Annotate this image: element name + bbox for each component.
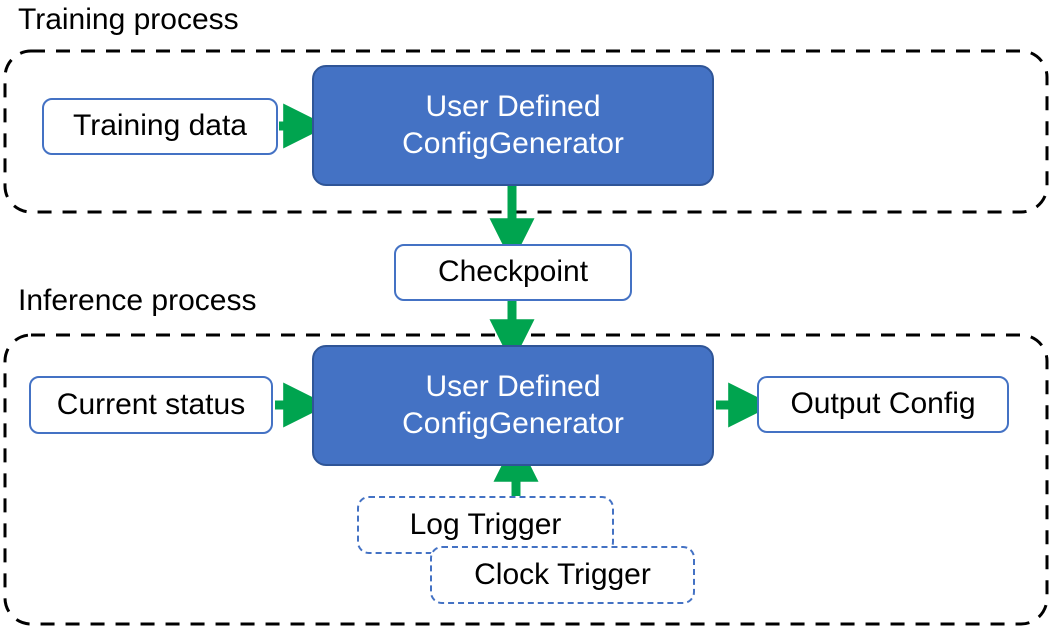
node-inference-config-generator-label-line2: ConfigGenerator [402,406,624,440]
node-training-data[interactable]: Training data [42,98,278,155]
training-process-label: Training process [18,3,239,36]
node-training-data-label: Training data [73,109,247,143]
node-training-config-generator[interactable]: User Defined ConfigGenerator [312,65,714,186]
node-inference-config-generator-label-line1: User Defined [425,369,601,403]
node-log-trigger-label: Log Trigger [409,507,562,541]
node-current-status-label: Current status [56,387,246,421]
node-checkpoint[interactable]: Checkpoint [394,244,632,301]
node-output-config[interactable]: Output Config [757,376,1009,433]
node-inference-config-generator[interactable]: User Defined ConfigGenerator [312,345,714,466]
node-clock-trigger[interactable]: Clock Trigger [430,546,695,604]
node-checkpoint-label: Checkpoint [437,255,589,289]
node-training-config-generator-label-line2: ConfigGenerator [402,126,624,160]
inference-process-container [3,333,1049,626]
node-clock-trigger-label: Clock Trigger [474,557,651,591]
node-current-status[interactable]: Current status [29,376,273,434]
node-output-config-label: Output Config [790,387,976,421]
inference-process-label: Inference process [18,284,257,317]
training-process-container [3,49,1049,214]
node-training-config-generator-label-line1: User Defined [425,89,601,123]
